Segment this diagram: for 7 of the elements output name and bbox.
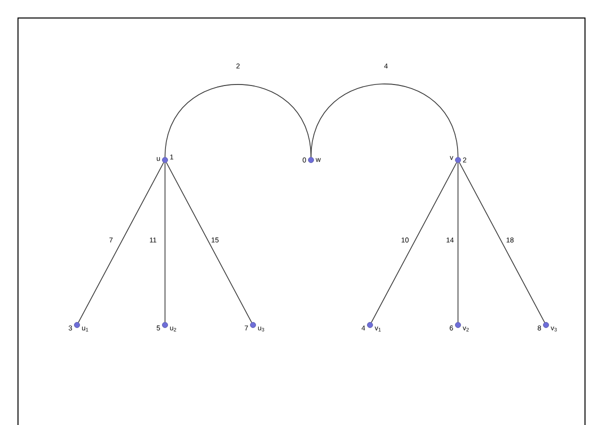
- edge-line: [164, 162, 166, 322]
- edge-line: [78, 162, 164, 323]
- edge-line: [310, 84, 458, 158]
- edge-line: [371, 162, 457, 323]
- edge-line: [459, 162, 546, 323]
- edge-line: [166, 162, 252, 323]
- edge-line: [164, 84, 312, 158]
